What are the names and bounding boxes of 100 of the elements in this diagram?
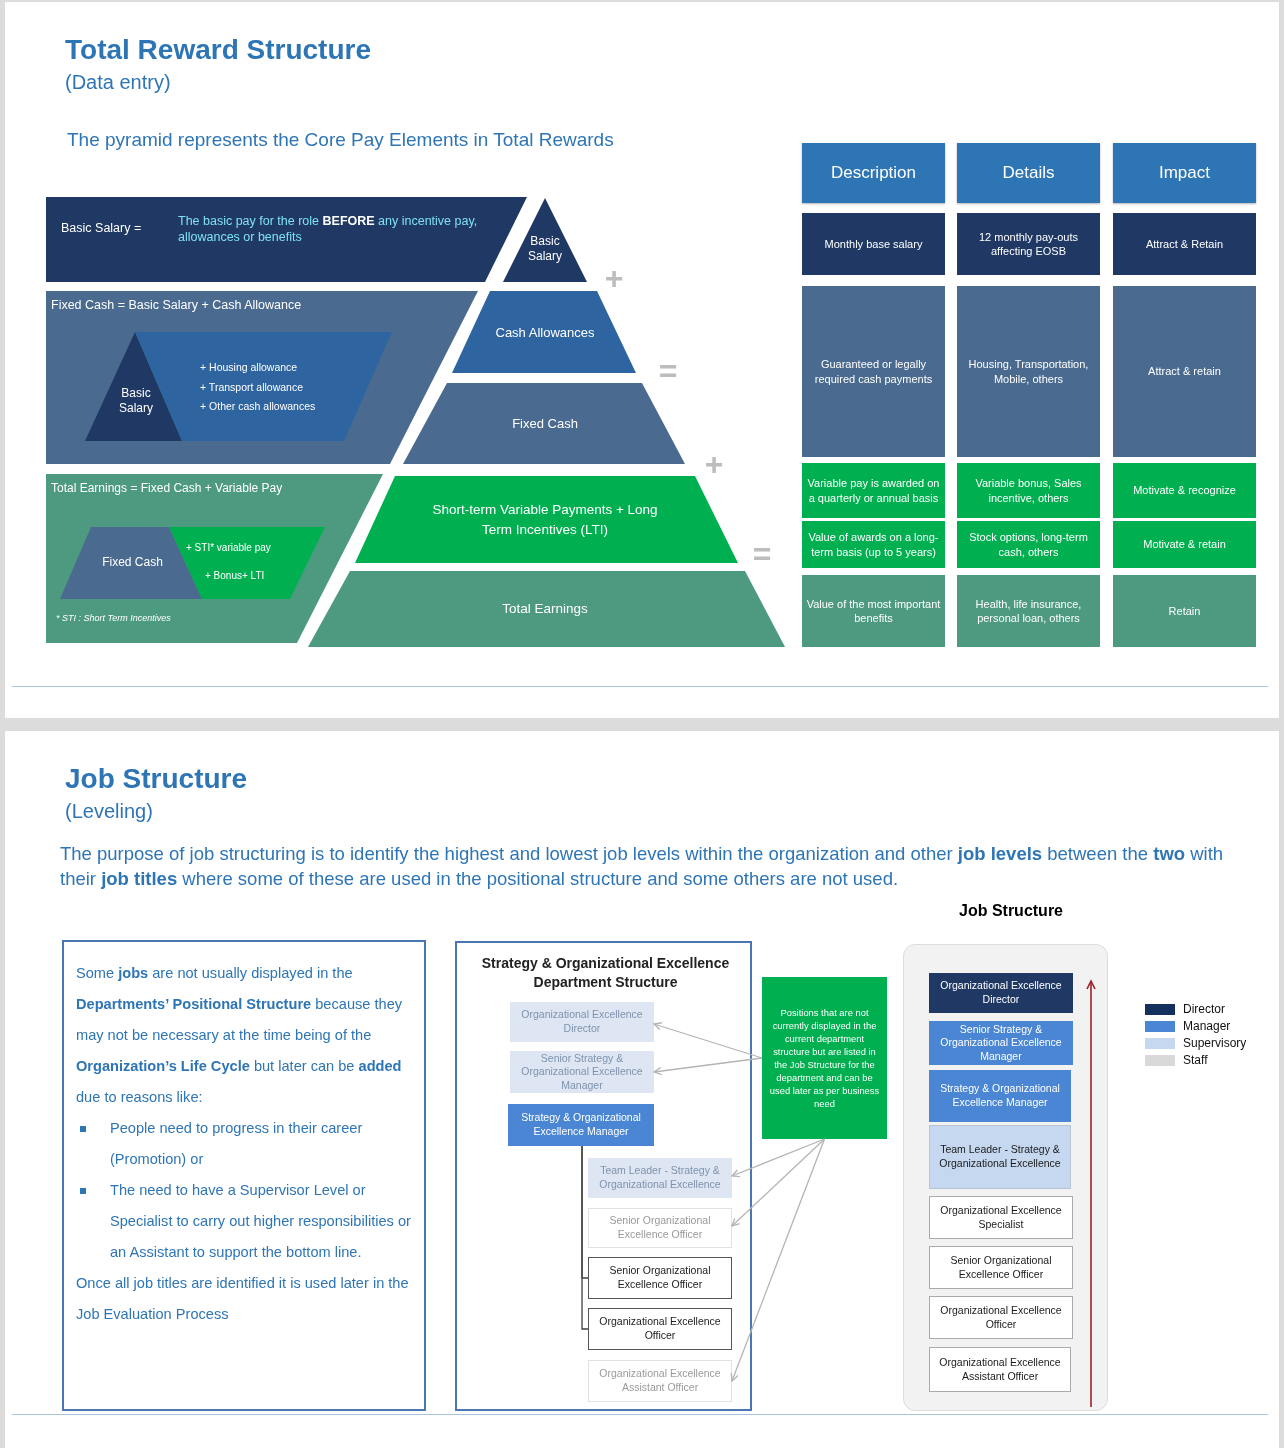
arrow <box>731 1138 826 1178</box>
job-title: Organizational Excellence Officer <box>939 1303 1063 1332</box>
definition-text: The basic pay for the role BEFORE any incentive pay, allowances or benefits <box>178 214 478 246</box>
list-item: + Other cash allowances <box>200 400 317 414</box>
cell-text: Attract & retain <box>1147 364 1222 379</box>
job-title: Organizational Excellence Assistant Officer <box>598 1367 722 1395</box>
list-item: + STI* variable pay <box>186 542 272 555</box>
legend-label: Staff <box>1183 1053 1208 1067</box>
job-box <box>588 1360 732 1402</box>
text-panel <box>62 940 426 1411</box>
slide-subtitle: (Leveling) <box>65 800 154 824</box>
panel-paragraph: The need to have a Supervisor Level or Specialist to carry out higher responsibilities or an Assistant to support the bottom line. <box>110 1181 412 1262</box>
job-level-box <box>929 1196 1073 1239</box>
job-title: Organizational Excellence Specialist <box>939 1203 1063 1232</box>
panel-paragraph: Once all job titles are identified it is used later in the Job Evaluation Process <box>76 1274 410 1324</box>
org-chart-panel <box>455 941 752 1411</box>
list-item: + Transport allowance <box>200 381 305 395</box>
job-title: Strategy & Organizational Excellence Manager <box>520 1111 642 1139</box>
panel-heading: Job Structure <box>958 901 1064 921</box>
job-title: Strategy & Organizational Excellence Manager <box>939 1082 1061 1110</box>
cell-text: Retain <box>1167 603 1202 619</box>
intro-text: The purpose of job structuring is to identify the highest and lowest job levels within the organization and other job levels between the two with their job titles where some of these are used in the positional structure and some others are not used. <box>60 842 1225 891</box>
cell-text: Stock options, long-term cash, others <box>968 530 1089 559</box>
cell-text: Guaranteed or legally required cash payments <box>813 357 934 386</box>
term-text: Basic Salary = <box>61 221 143 237</box>
job-level-box <box>929 1296 1073 1339</box>
job-title: Senior Organizational Excellence Officer <box>608 1214 712 1242</box>
job-title: Team Leader - Strategy & Organizational Excellence <box>938 1143 1062 1171</box>
table-cell <box>802 463 945 518</box>
table-cell <box>802 575 945 647</box>
definition-band <box>46 197 527 282</box>
job-box <box>510 1002 654 1042</box>
job-title: Team Leader - Strategy & Organizational Excellence <box>598 1164 722 1192</box>
arrow <box>653 1057 763 1076</box>
list-item: + Housing allowance <box>200 361 299 375</box>
job-level-box <box>929 973 1073 1013</box>
job-box <box>588 1257 732 1299</box>
legend-label: Manager <box>1183 1019 1231 1033</box>
table-cell <box>1113 286 1256 457</box>
cell-text: Variable pay is awarded on a quarterly or annual basis <box>806 476 941 505</box>
job-box <box>588 1158 732 1198</box>
header-text: Impact <box>1159 162 1210 184</box>
list-item: + Bonus+ LTI <box>205 570 266 583</box>
job-title: Organizational Excellence Director <box>520 1008 644 1036</box>
equals-sign: = <box>657 353 679 390</box>
table-cell <box>957 575 1100 647</box>
cell-text: Monthly base salary <box>823 236 924 252</box>
arrow <box>731 1138 826 1227</box>
slide-title: Job Structure <box>65 763 249 796</box>
segment-label: Short-term Variable Payments + Long Term Incentives (LTI) <box>431 501 659 539</box>
table-cell <box>1113 213 1256 275</box>
job-title: Senior Strategy & Organizational Excellence Manager <box>520 1051 644 1093</box>
cell-text: Motivate & retain <box>1142 537 1227 552</box>
cell-text: Variable bonus, Sales incentive, others <box>974 476 1083 505</box>
table-cell <box>1113 463 1256 518</box>
table-cell <box>802 213 945 275</box>
plus-sign: + <box>603 260 625 297</box>
job-title: Senior Organizational Excellence Officer <box>608 1264 712 1292</box>
header-text: Description <box>830 162 916 184</box>
cell-text: Value of the most important benefits <box>805 596 942 626</box>
legend-label: Director <box>1183 1002 1225 1016</box>
footnote-text: * STI : Short Term Incentives <box>56 613 172 625</box>
table-cell <box>1113 521 1256 568</box>
table-header <box>1113 143 1256 203</box>
table-cell <box>957 521 1100 568</box>
header-text: Details <box>1002 162 1055 184</box>
table-cell <box>1113 575 1256 647</box>
job-title: Organizational Excellence Director <box>939 979 1063 1007</box>
segment-label: Fixed Cash <box>511 416 579 433</box>
job-level-box <box>929 1021 1073 1065</box>
legend-label: Supervisory <box>1183 1036 1247 1050</box>
slide-title: Total Reward Structure <box>65 34 372 67</box>
cell-text: Health, life insurance, personal loan, others <box>974 596 1083 626</box>
table-header <box>802 143 945 203</box>
equals-sign: = <box>751 536 773 573</box>
job-level-box <box>929 1347 1071 1392</box>
cell-text: 12 monthly pay-outs affecting EOSB <box>977 229 1080 259</box>
cell-text: Motivate & recognize <box>1132 483 1237 498</box>
table-cell <box>802 521 945 568</box>
plus-sign: + <box>703 446 725 483</box>
intro-text: The pyramid represents the Core Pay Elements in Total Rewards <box>67 129 615 152</box>
job-title: Organizational Excellence Officer <box>598 1315 722 1343</box>
segment-label: Cash Allowances <box>494 325 596 342</box>
shape-label: Fixed Cash <box>101 555 164 570</box>
formula-text: Total Earnings = Fixed Cash + Variable Pay <box>51 481 284 496</box>
shape-label: Basic Salary <box>118 386 154 416</box>
cell-text: Housing, Transportation, Mobile, others <box>967 357 1090 386</box>
connector-line <box>581 1145 589 1330</box>
note-text: Positions that are not currently displayed in the current department structure but are listed in the Job Structure for the department and can be used later as per business need <box>768 1006 881 1110</box>
segment-label: Total Earnings <box>501 601 589 618</box>
table-cell <box>802 286 945 457</box>
table-cell <box>957 286 1100 457</box>
job-box <box>588 1308 732 1350</box>
note-box <box>762 977 887 1139</box>
job-box <box>588 1208 732 1248</box>
table-header <box>957 143 1100 203</box>
panel-paragraph: People need to progress in their career (Promotion) or <box>110 1119 364 1169</box>
table-cell <box>957 213 1100 275</box>
job-title: Senior Strategy & Organizational Excellence Manager <box>939 1022 1063 1064</box>
segment-label: Basic Salary <box>527 234 563 264</box>
